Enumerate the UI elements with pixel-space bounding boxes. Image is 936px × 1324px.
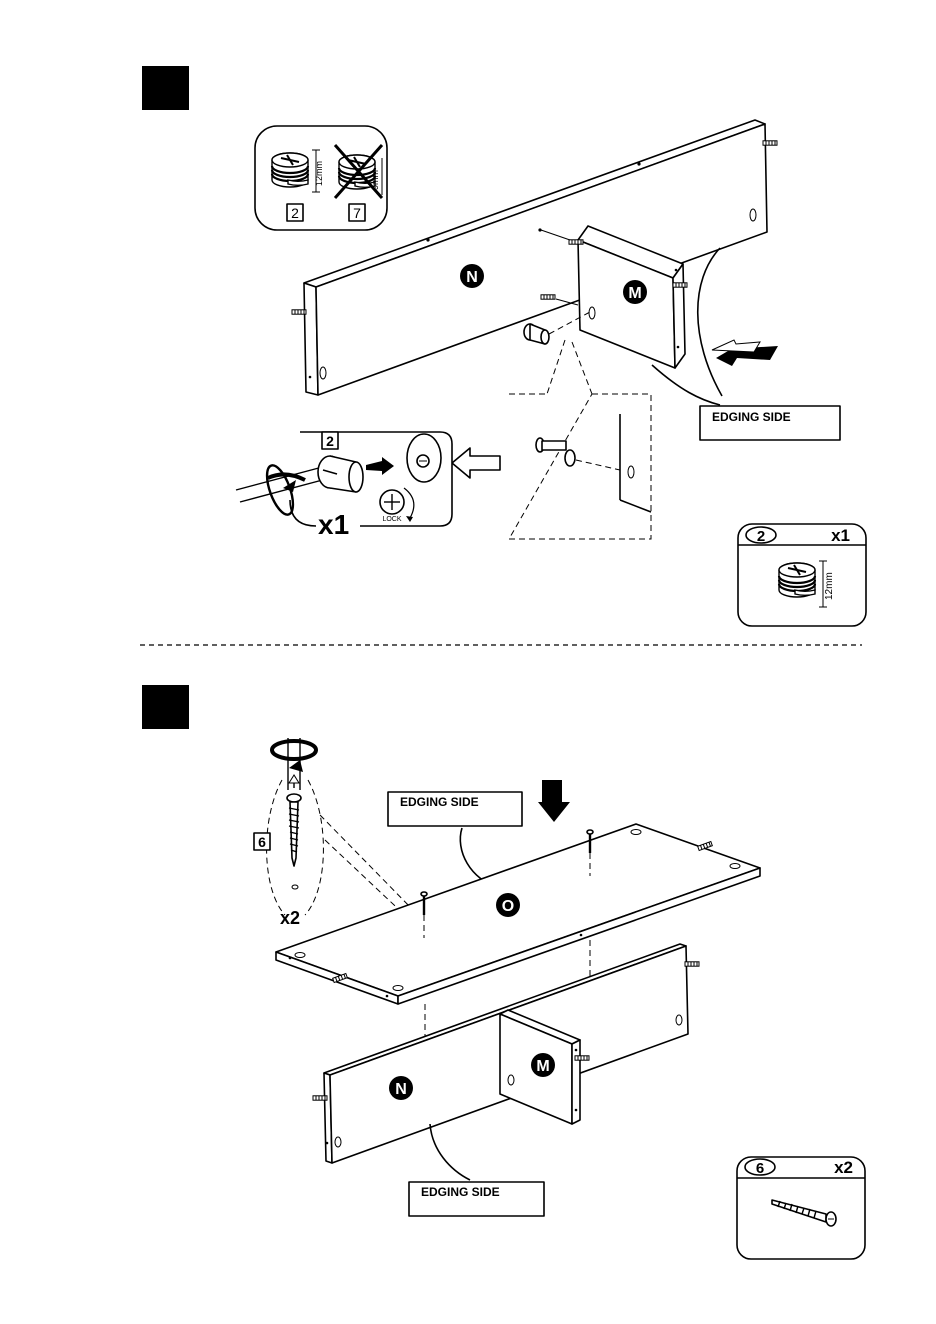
down-arrow-icon xyxy=(538,780,570,822)
screw-detail-quantity: x2 xyxy=(280,908,300,928)
part-box-1-dimension: 12mm xyxy=(824,572,835,600)
screw-detail-inset: 6 x2 xyxy=(254,738,415,928)
push-arrow-icon xyxy=(712,340,778,366)
panel-m-label: M xyxy=(628,285,641,302)
part-box-2-quantity: x2 xyxy=(834,1158,853,1177)
incorrect-dimension-label: 9mm xyxy=(370,170,380,190)
bolt-detail-inset xyxy=(509,340,651,539)
cam-detail-part-number: 2 xyxy=(326,433,334,449)
edging-side-label-step2-top: EDGING SIDE xyxy=(400,795,479,809)
panel-o-label: O xyxy=(502,898,514,915)
cam-lock-tighten-detail: 2 LOCK x1 xyxy=(236,432,452,540)
correct-cam-lock-icon xyxy=(272,153,308,187)
incorrect-part-number: 7 xyxy=(353,205,361,221)
panel-n2-label: N xyxy=(395,1081,407,1098)
lock-label: LOCK xyxy=(382,516,401,523)
part-box-1-number: 2 xyxy=(757,528,765,545)
part-box-cam-lock: 2 x1 12mm xyxy=(738,524,866,626)
edging-side-label-step1: EDGING SIDE xyxy=(712,410,791,424)
cam-detail-quantity: x1 xyxy=(318,509,349,540)
direction-arrow-icon xyxy=(452,448,500,478)
screw-detail-part-number: 6 xyxy=(258,834,266,850)
part-box-screw: 6 x2 xyxy=(737,1157,865,1259)
step-1-marker xyxy=(142,66,189,110)
panel-n-label: N xyxy=(466,269,478,286)
part-box-2-number: 6 xyxy=(756,1160,764,1177)
panel-m2-label: M xyxy=(536,1058,549,1075)
step-2-marker xyxy=(142,685,189,729)
correct-part-number: 2 xyxy=(291,205,299,221)
cam-lock-warning-inset: 12mm 9mm 2 7 xyxy=(255,126,387,230)
edging-side-label-step2-bottom: EDGING SIDE xyxy=(421,1185,500,1199)
part-box-1-quantity: x1 xyxy=(831,526,850,545)
part-box-cam-lock-icon xyxy=(779,563,815,597)
correct-dimension-label: 12mm xyxy=(314,161,324,186)
